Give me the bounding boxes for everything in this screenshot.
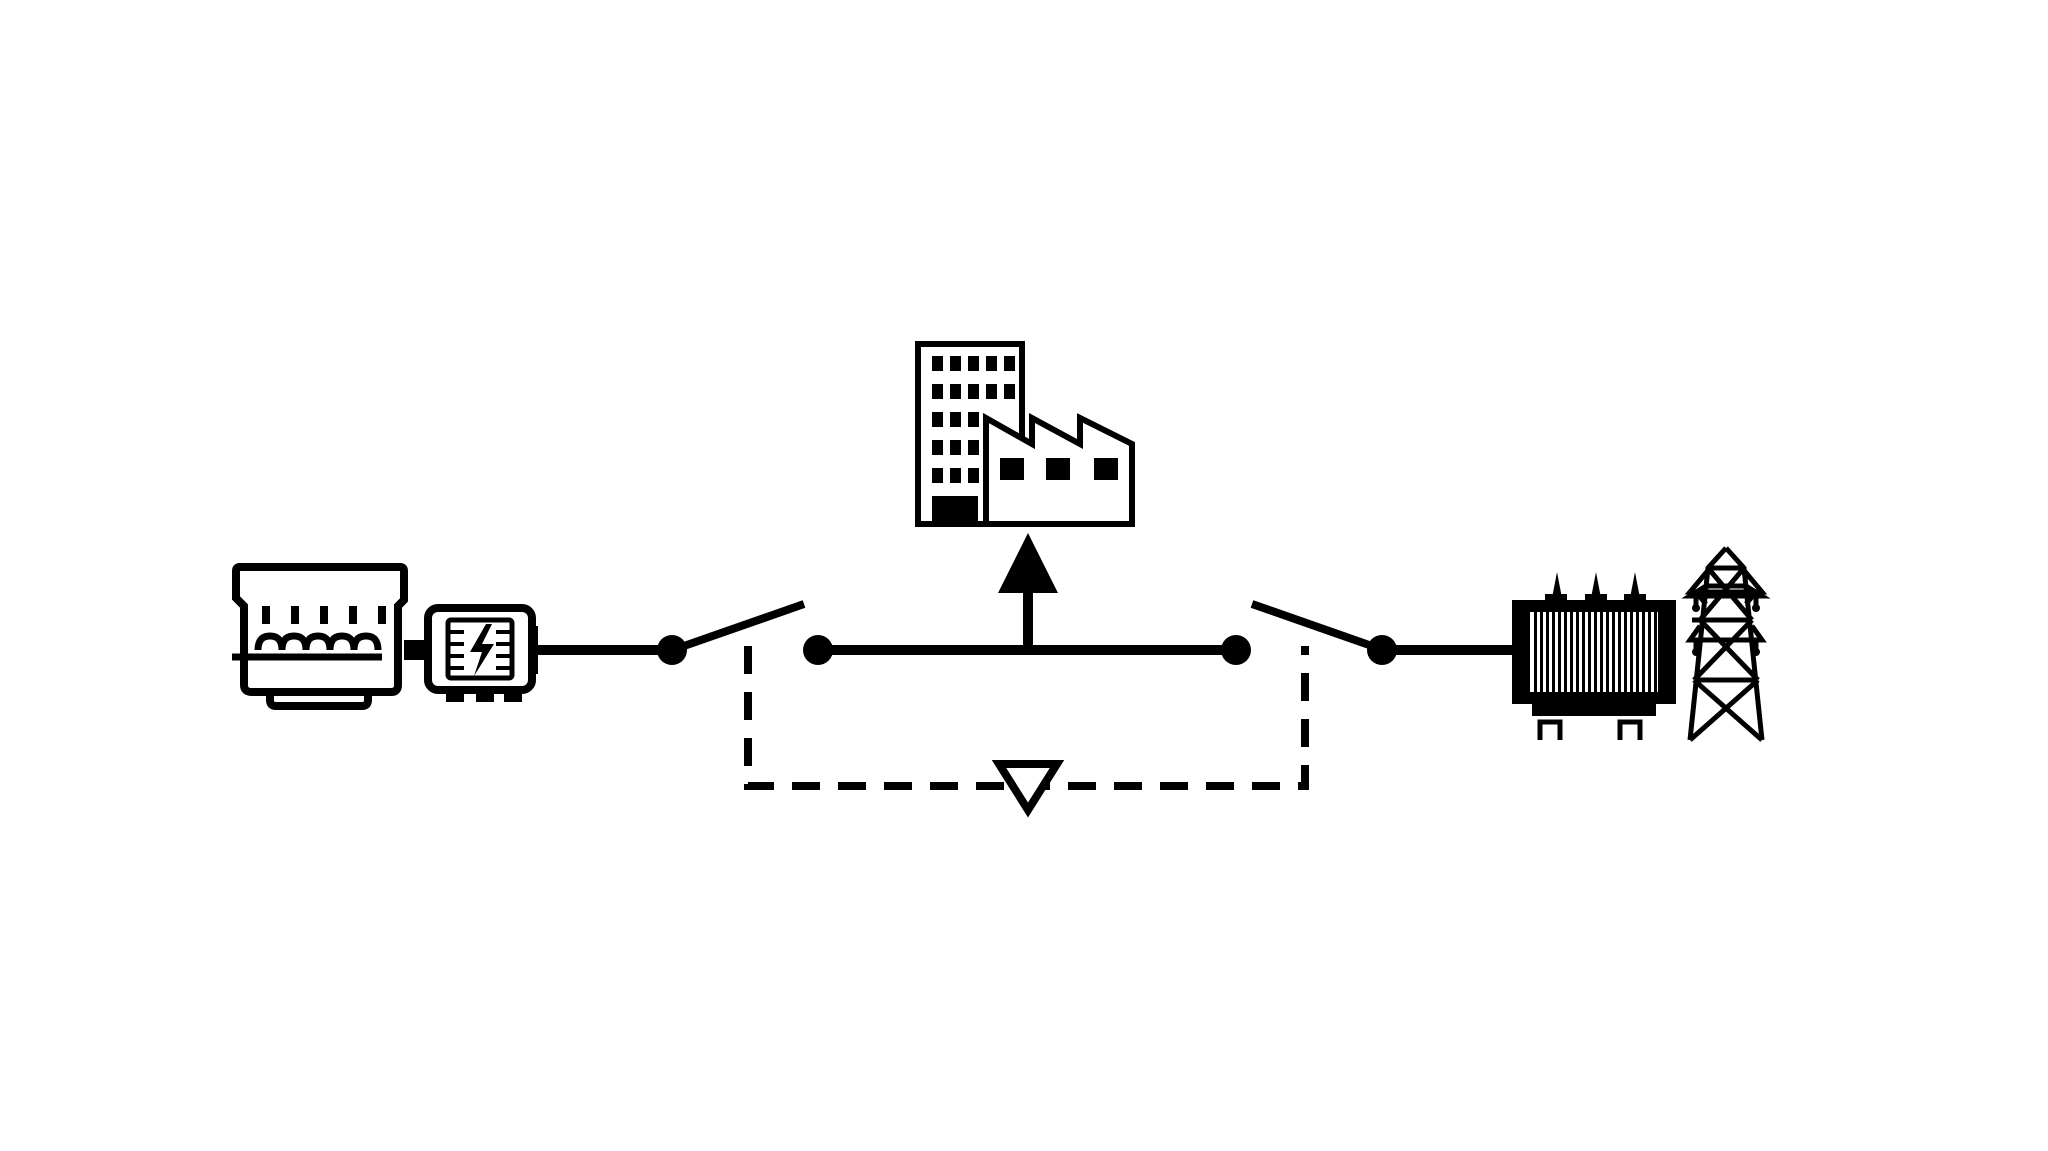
interlock-link — [744, 646, 1309, 818]
transmission-tower-icon — [1681, 546, 1771, 742]
switch-contact-dot — [1221, 635, 1251, 665]
bus-lines — [536, 533, 1514, 655]
grid-switch — [1221, 600, 1397, 665]
switch-contact-dot — [803, 635, 833, 665]
load-arrow-head — [998, 533, 1058, 593]
switch-contact-dot — [1367, 635, 1397, 665]
switch-blade — [682, 600, 806, 650]
lightning-bolt-icon — [470, 624, 494, 676]
diesel-engine-icon — [232, 563, 432, 710]
interlock-triangle-icon — [991, 760, 1065, 818]
building-factory-load-icon — [915, 341, 1135, 527]
switch-contact-dot — [657, 635, 687, 665]
generator-icon — [424, 604, 538, 702]
generator-switch — [657, 600, 833, 665]
transformer-icon — [1512, 572, 1676, 740]
switch-blade — [1250, 600, 1374, 650]
